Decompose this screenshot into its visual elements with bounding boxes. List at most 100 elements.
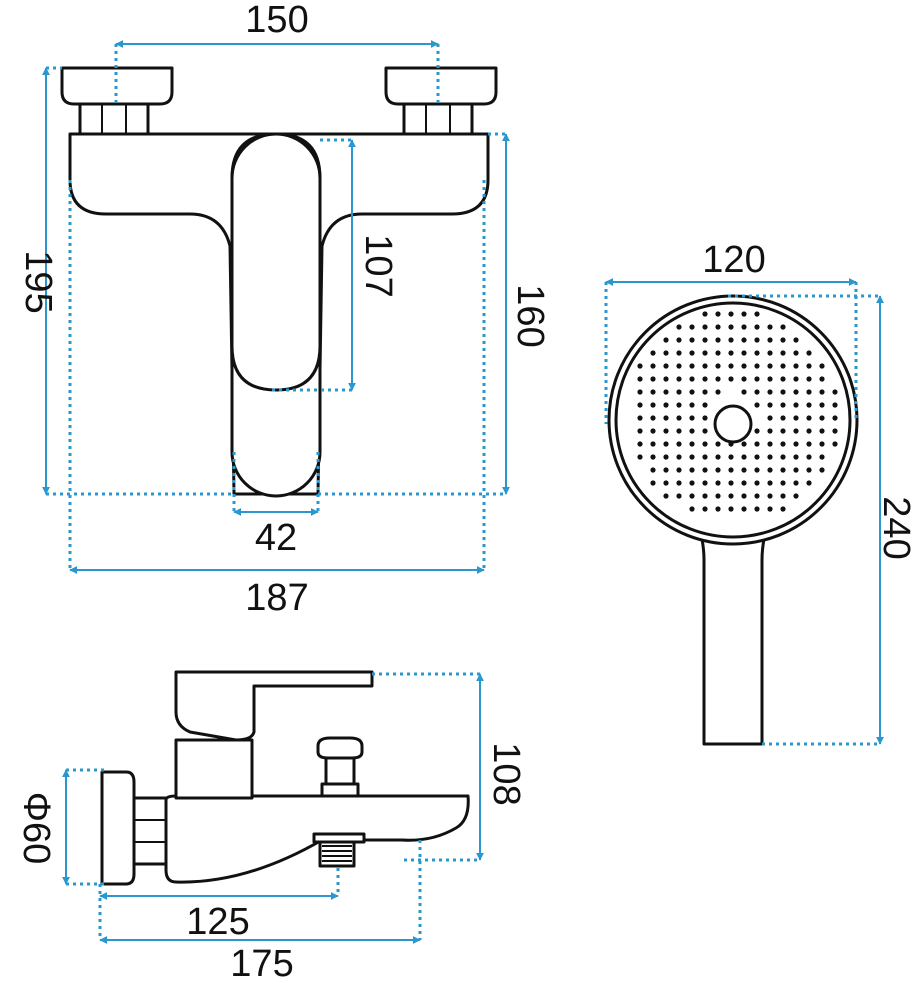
- nozzle-dot: [780, 324, 786, 330]
- nozzle-dot: [676, 441, 682, 447]
- body-height-label: 160: [509, 284, 551, 347]
- nozzle-dot: [650, 428, 656, 434]
- nozzle-dot: [767, 415, 773, 421]
- nozzle-dot: [715, 480, 721, 486]
- side-lever: [174, 670, 374, 742]
- nozzle-dot: [663, 337, 669, 343]
- nozzle-dot: [780, 402, 786, 408]
- nozzle-dot: [793, 415, 799, 421]
- nozzle-dot: [806, 428, 812, 434]
- side-cartridge-body: [174, 738, 254, 800]
- nozzle-dot: [689, 480, 695, 486]
- nozzle-dot: [650, 441, 656, 447]
- nozzle-dot: [702, 376, 708, 382]
- nozzle-dot: [689, 415, 695, 421]
- nozzle-dot: [754, 480, 760, 486]
- head-diameter-label: 120: [702, 239, 765, 281]
- nozzle-dot: [676, 337, 682, 343]
- nozzle-dot: [806, 467, 812, 473]
- nozzle-dot: [767, 350, 773, 356]
- nozzle-dot: [637, 389, 643, 395]
- nozzle-dot: [793, 441, 799, 447]
- nozzle-dot: [689, 493, 695, 499]
- side-view-dimensions: Φ60 108 125 175: [15, 672, 527, 982]
- side-wall-flange: [100, 770, 136, 886]
- nozzle-dot: [741, 506, 747, 512]
- front-view: [60, 66, 498, 498]
- nozzle-dot: [637, 363, 643, 369]
- nozzle-dot: [702, 467, 708, 473]
- nozzle-dot: [832, 441, 838, 447]
- nozzle-dot: [793, 402, 799, 408]
- nozzle-dot: [650, 480, 656, 486]
- nozzle-dot: [663, 415, 669, 421]
- nozzle-dot: [676, 402, 682, 408]
- nozzle-dot: [806, 350, 812, 356]
- nozzle-dot: [741, 480, 747, 486]
- nozzle-dot: [702, 389, 708, 395]
- nozzle-dot: [728, 506, 734, 512]
- nozzle-dot: [676, 493, 682, 499]
- nozzle-dot: [702, 311, 708, 317]
- nozzle-dot: [754, 311, 760, 317]
- nozzle-dot: [741, 467, 747, 473]
- total-depth-label: 175: [230, 943, 293, 982]
- nozzle-dot: [689, 376, 695, 382]
- nozzle-dot: [754, 428, 760, 434]
- nozzle-dot: [728, 454, 734, 460]
- nozzle-dot: [767, 376, 773, 382]
- nozzle-dot: [767, 363, 773, 369]
- nozzle-dot: [650, 363, 656, 369]
- nozzle-dot: [767, 428, 773, 434]
- nozzle-dot: [715, 337, 721, 343]
- nozzle-dot: [637, 454, 643, 460]
- nozzle-dot: [806, 376, 812, 382]
- nozzle-dot: [663, 350, 669, 356]
- nozzle-dot: [663, 454, 669, 460]
- nozzle-dot: [663, 389, 669, 395]
- nozzle-dot: [663, 493, 669, 499]
- total-width-label: 187: [245, 577, 308, 619]
- nozzle-dot: [793, 480, 799, 486]
- nozzle-dot: [754, 467, 760, 473]
- shower-head-dimensions: 120 240: [604, 239, 911, 746]
- nozzle-dot: [767, 493, 773, 499]
- nozzle-dot: [806, 389, 812, 395]
- nozzle-dot: [650, 350, 656, 356]
- nozzle-dot: [780, 415, 786, 421]
- nozzle-dot: [689, 428, 695, 434]
- nozzle-dot: [728, 324, 734, 330]
- nozzle-dot: [767, 454, 773, 460]
- nozzle-dot: [637, 428, 643, 434]
- nozzle-dot: [702, 454, 708, 460]
- nozzle-dot: [715, 350, 721, 356]
- nozzle-dot: [767, 467, 773, 473]
- nozzle-dot: [715, 363, 721, 369]
- nozzle-dot: [819, 389, 825, 395]
- nozzle-dot: [689, 454, 695, 460]
- shower-head-center-disc: [713, 404, 753, 444]
- nozzle-dot: [728, 350, 734, 356]
- nozzle-dot: [728, 363, 734, 369]
- nozzle-dot: [715, 311, 721, 317]
- nozzle-dot: [754, 454, 760, 460]
- nozzle-dot: [702, 402, 708, 408]
- nozzle-dot: [702, 506, 708, 512]
- nozzle-dot: [741, 363, 747, 369]
- nozzle-dot: [780, 454, 786, 460]
- nozzle-dot: [676, 376, 682, 382]
- nozzle-dot: [663, 467, 669, 473]
- nozzle-dot: [832, 415, 838, 421]
- nozzle-dot: [741, 389, 747, 395]
- nozzle-dot: [780, 363, 786, 369]
- nozzle-dot: [793, 337, 799, 343]
- nozzle-dot: [702, 415, 708, 421]
- nozzle-dot: [832, 402, 838, 408]
- nozzle-dot: [702, 337, 708, 343]
- nozzle-dot: [780, 480, 786, 486]
- total-length-label: 240: [875, 496, 911, 559]
- nozzle-dot: [832, 389, 838, 395]
- nozzle-dot: [754, 441, 760, 447]
- side-height-label: 108: [485, 742, 527, 805]
